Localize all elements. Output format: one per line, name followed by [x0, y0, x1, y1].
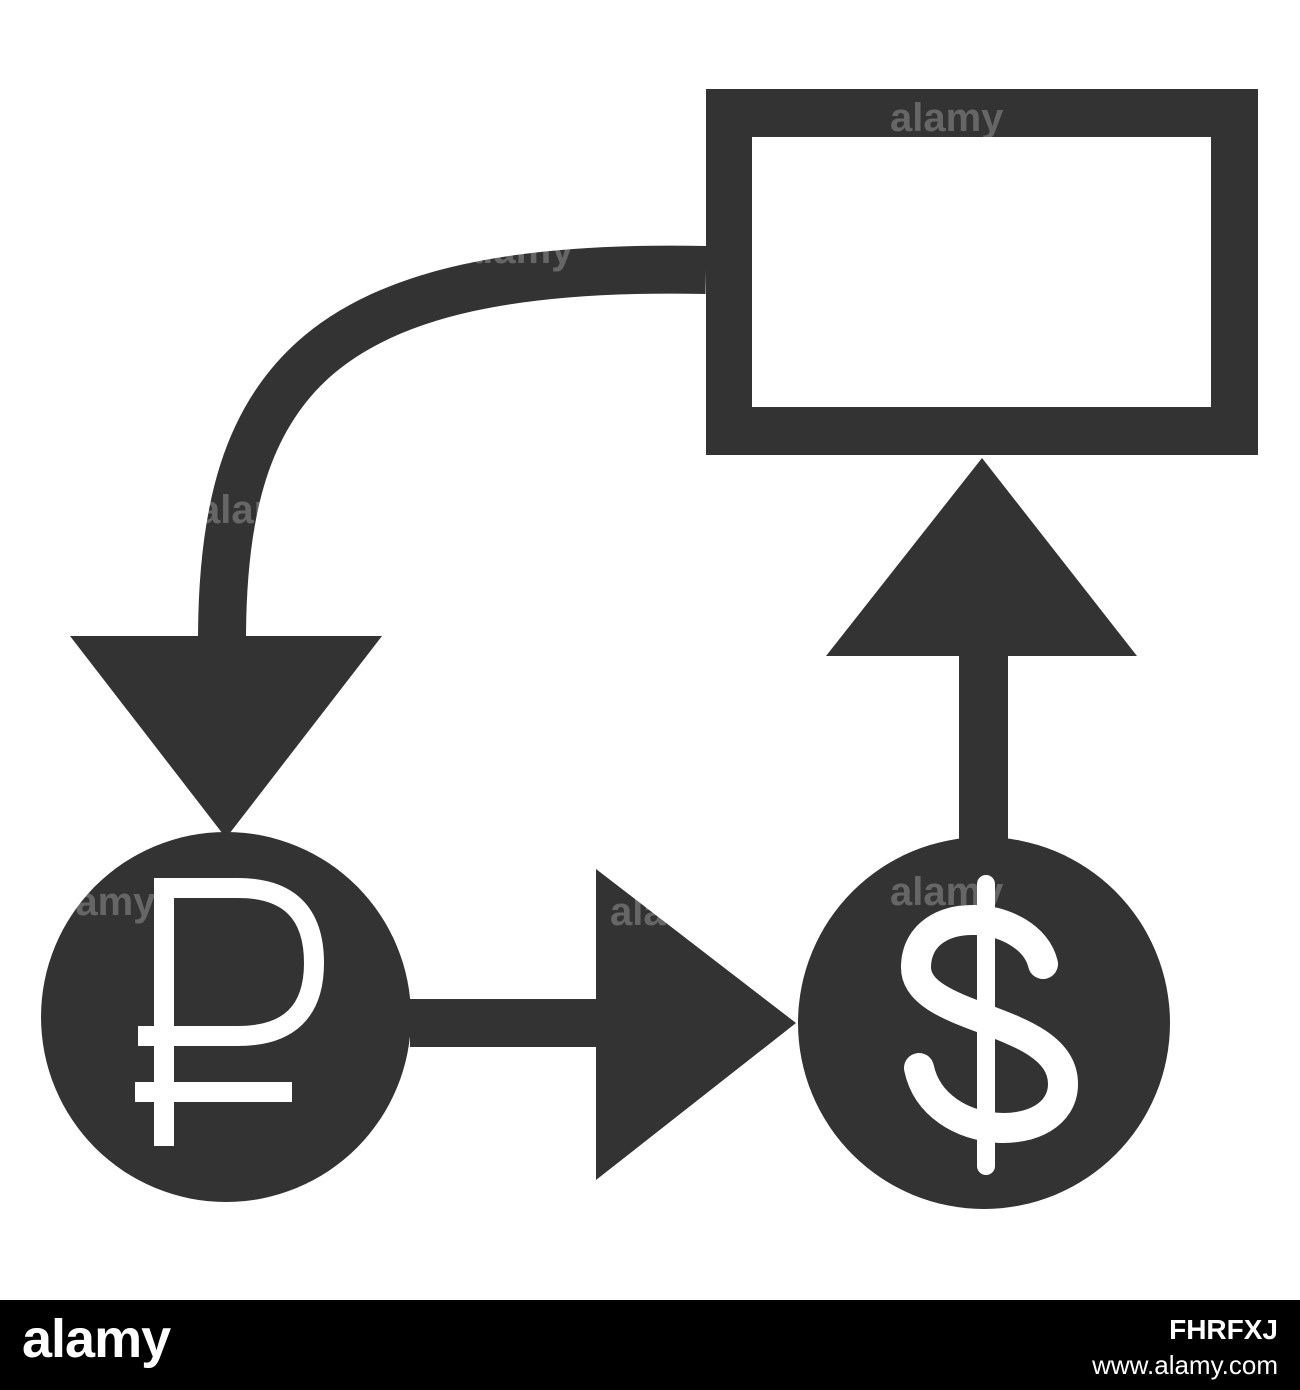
footer-bar: alamy FHRFXJ www.alamy.com	[0, 1300, 1300, 1390]
rectangle-node	[706, 89, 1258, 455]
dollar-icon	[901, 875, 1079, 1175]
ruble-icon	[135, 878, 325, 1146]
down-arrowhead	[70, 636, 382, 838]
watermark: alamy	[198, 488, 312, 532]
site-url: www.alamy.com	[1092, 1350, 1278, 1380]
watermark: alamy	[460, 228, 574, 272]
up-arrowhead	[826, 458, 1137, 656]
watermark: alamy	[42, 880, 156, 924]
watermark: alamy	[890, 870, 1004, 914]
vertical-connector	[959, 650, 1008, 840]
image-id: FHRFXJ	[1169, 1314, 1278, 1345]
horizontal-connector	[410, 999, 610, 1047]
cash-flow-diagram	[41, 89, 1258, 1209]
watermark: alamy	[890, 96, 1004, 140]
alamy-logo: alamy	[22, 1309, 171, 1369]
watermark: alamy	[610, 890, 724, 934]
ruble-node	[41, 832, 411, 1202]
curved-connector	[198, 245, 707, 641]
right-arrowhead	[596, 869, 796, 1180]
